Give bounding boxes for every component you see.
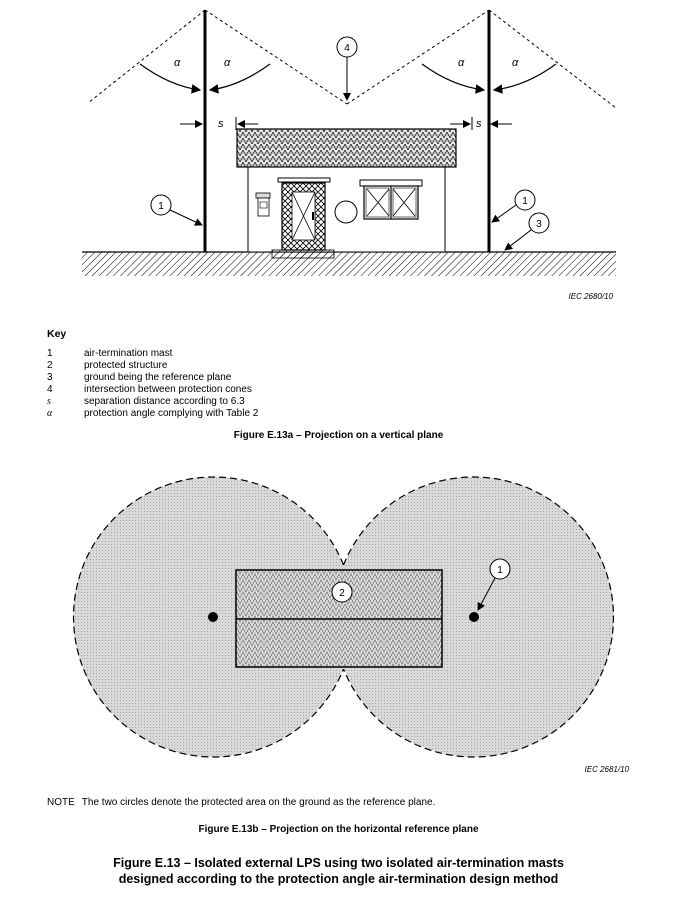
- alpha-label: α: [458, 57, 465, 69]
- callout-1-circle: [514, 189, 536, 211]
- alpha-label: α: [512, 57, 519, 69]
- callout-1-circle: [150, 194, 172, 216]
- separation-distance-markers: [180, 117, 512, 130]
- note-text: The two circles denote the protected are…: [81, 797, 436, 808]
- iec-code-a: IEC 2680/10: [569, 292, 614, 301]
- roof: [236, 128, 457, 168]
- callout-1-leader: [169, 209, 203, 226]
- note: NOTE The two circles denote the protected…: [47, 797, 435, 808]
- round-window: [334, 200, 358, 224]
- protection-cone-lines: [87, 9, 617, 109]
- vertical-projection-diagram: α α α α 4 s s: [82, 9, 617, 301]
- callout-1-circle: [489, 558, 511, 580]
- callout-1-leader: [491, 204, 517, 223]
- iec-code-b: IEC 2681/10: [585, 765, 630, 774]
- protected-structure-house: [236, 128, 457, 259]
- separation-label: s: [476, 118, 482, 130]
- alpha-arcs: [139, 63, 557, 94]
- key-title: Key: [47, 328, 67, 340]
- figure-b-caption: Figure E.13b – Projection on the horizon…: [198, 824, 479, 835]
- callout-3-circle: [528, 212, 550, 234]
- callout-3-leader: [504, 229, 532, 251]
- callout-2-label: 2: [339, 588, 345, 599]
- callout-1-label: 1: [497, 565, 503, 576]
- callout-3-label: 3: [536, 219, 542, 230]
- horizontal-projection-diagram: 2 1 IEC 2681/10: [73, 476, 630, 774]
- callout-4-label: 4: [344, 43, 350, 54]
- note-label: NOTE: [47, 797, 75, 808]
- alpha-label: α: [224, 57, 231, 69]
- alpha-label: α: [174, 57, 181, 69]
- separation-label: s: [218, 118, 224, 130]
- mast-plan-left: [208, 612, 218, 622]
- callout-1-label: 1: [158, 201, 164, 212]
- main-caption-line2: designed according to the protection ang…: [118, 872, 559, 886]
- mast-plan-right: [469, 612, 479, 622]
- ground-hatch: [82, 252, 616, 276]
- callout-1-label: 1: [522, 196, 528, 207]
- door-step: [271, 249, 335, 259]
- callout-1-leader: [477, 577, 496, 611]
- callout-2-circle: [331, 581, 353, 603]
- main-figure-caption: Figure E.13 – Isolated external LPS usin…: [0, 855, 677, 887]
- figure-a-caption: Figure E.13a – Projection on a vertical …: [233, 430, 444, 441]
- main-caption-line1: Figure E.13 – Isolated external LPS usin…: [113, 856, 564, 870]
